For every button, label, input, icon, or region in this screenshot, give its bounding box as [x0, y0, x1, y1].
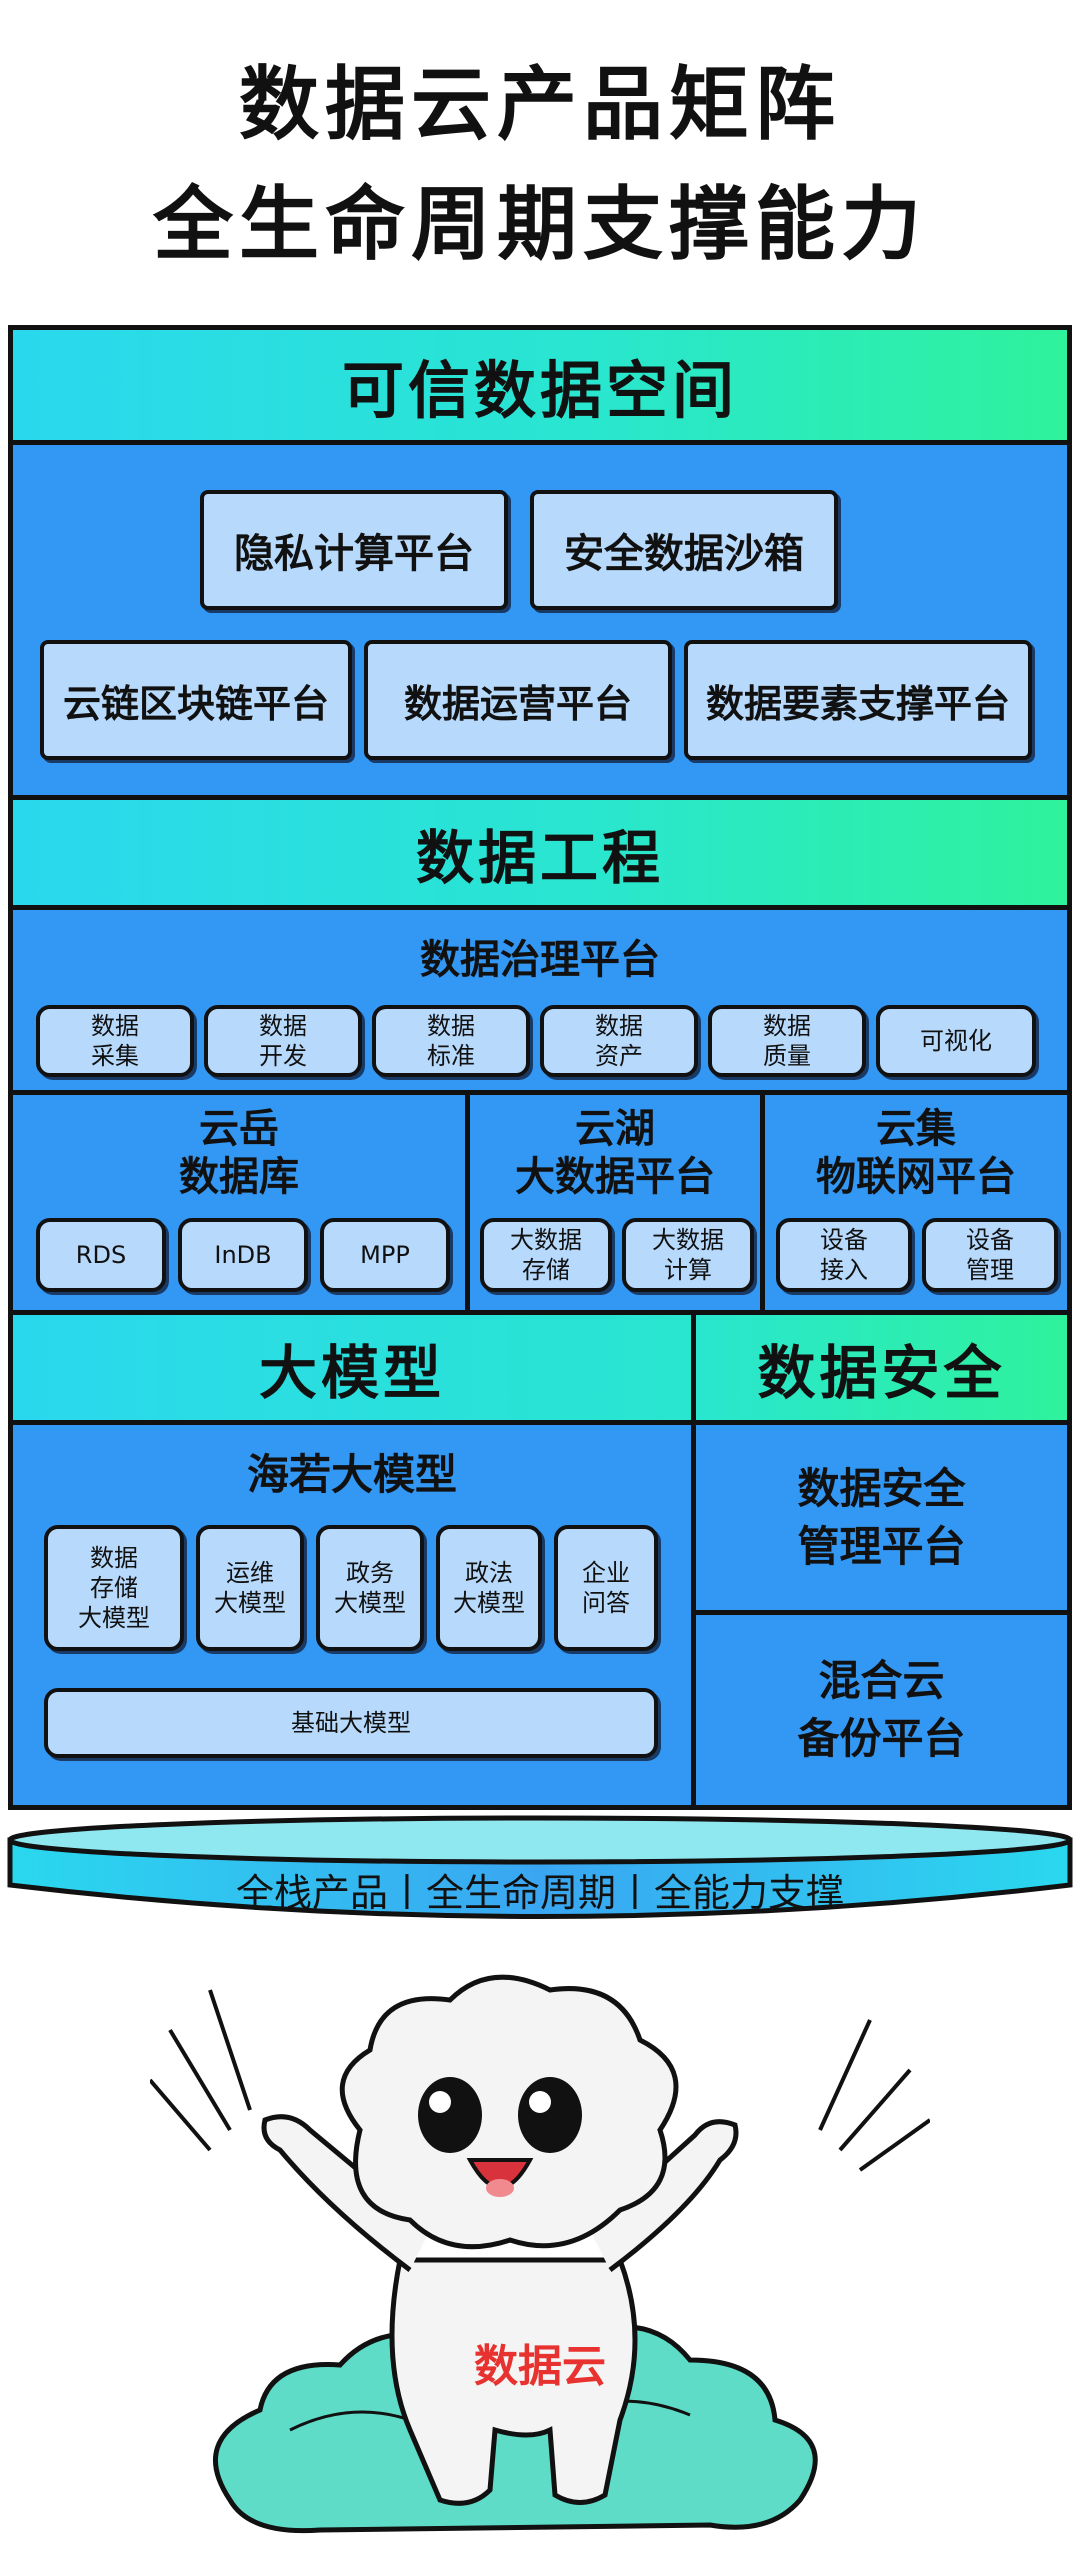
governance-platform-title: 数据治理平台: [420, 937, 660, 983]
data-operation-platform: 数据运营平台: [364, 640, 672, 760]
title-line-2: 全生命周期支撑能力: [153, 178, 927, 271]
data-security-header: 数据安全: [691, 1310, 1072, 1425]
hairuo-model-title: 海若大模型: [246, 1449, 457, 1499]
model-item-government: 政务 大模型: [316, 1525, 424, 1651]
privacy-computing-platform: 隐私计算平台: [200, 490, 508, 610]
gov-item-quality: 数据 质量: [708, 1005, 866, 1077]
yunyue-database-title: 云岳 数据库: [179, 1105, 299, 1200]
model-item-legal: 政法 大模型: [436, 1525, 542, 1651]
large-model-header: 大模型: [8, 1310, 696, 1425]
model-item-ops: 运维 大模型: [196, 1525, 304, 1651]
blockchain-platform: 云链区块链平台: [40, 640, 352, 760]
base-platform-disc: [7, 1815, 1073, 1919]
yunyue-item-rds: RDS: [36, 1218, 166, 1292]
cloud-mascot-illustration: [150, 1974, 930, 2534]
base-model: 基础大模型: [44, 1688, 658, 1758]
security-management-platform: 数据安全 管理平台: [797, 1463, 966, 1571]
yunhu-bigdata-title: 云湖 大数据平台: [515, 1105, 715, 1200]
gov-item-asset: 数据 资产: [540, 1005, 698, 1077]
trusted-data-space-header: 可信数据空间: [8, 325, 1072, 445]
data-engineering-header: 数据工程: [8, 795, 1072, 910]
title-line-1: 数据云产品矩阵: [239, 58, 841, 151]
gov-item-development: 数据 开发: [204, 1005, 362, 1077]
gov-item-collection: 数据 采集: [36, 1005, 194, 1077]
divider-1: [465, 1095, 470, 1310]
secure-data-sandbox: 安全数据沙箱: [530, 490, 838, 610]
gov-item-standard: 数据 标准: [372, 1005, 530, 1077]
mascot-shirt-text: 数据云: [474, 2341, 606, 2392]
model-item-data-storage: 数据 存储 大模型: [44, 1525, 184, 1651]
yunji-item-access: 设备 接入: [776, 1218, 912, 1292]
yunji-iot-title: 云集 物联网平台: [816, 1105, 1016, 1200]
gov-item-visualization: 可视化: [876, 1005, 1036, 1077]
yunhu-item-storage: 大数据 存储: [480, 1218, 612, 1292]
yunji-item-management: 设备 管理: [922, 1218, 1058, 1292]
base-platform-text: 全栈产品丨全生命周期丨全能力支撑: [235, 1871, 844, 1915]
yunhu-item-compute: 大数据 计算: [622, 1218, 754, 1292]
hybrid-cloud-backup-platform: 混合云 备份平台: [797, 1656, 966, 1763]
divider-2: [760, 1095, 765, 1310]
hybrid-backup-cell: [691, 1610, 1072, 1810]
data-element-support-platform: 数据要素支撑平台: [684, 640, 1032, 760]
yunyue-item-mpp: MPP: [320, 1218, 450, 1292]
yunyue-item-indb: InDB: [178, 1218, 308, 1292]
model-item-enterprise-qa: 企业 问答: [554, 1525, 658, 1651]
